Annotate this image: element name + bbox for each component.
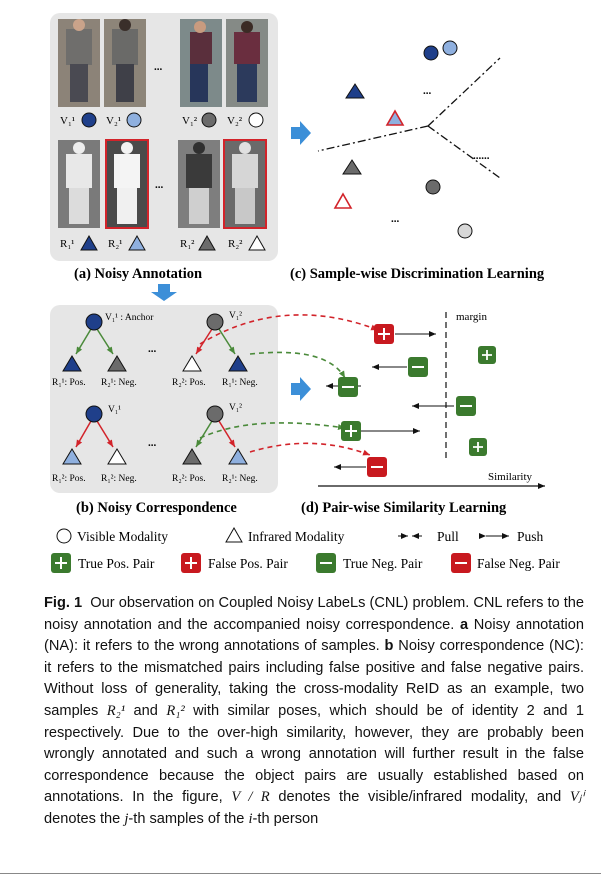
legend-infrared: Infrared Modality <box>248 529 345 544</box>
infrared-id1-icon <box>80 234 98 251</box>
b-v12-label: V₁² <box>229 311 242 321</box>
b-anchor-label: V₁¹ : Anchor <box>105 313 154 323</box>
caption-vji: Vⱼⁱ <box>569 789 584 806</box>
caption-j: j <box>124 810 129 827</box>
caption-i: i <box>248 810 253 827</box>
caption-a: a <box>459 616 469 633</box>
b-r11-pos: R₁¹: Pos. <box>52 378 86 388</box>
label-v11: V₁¹ <box>60 115 75 127</box>
b-anchor-3 <box>85 405 103 423</box>
ellipsis-a-top: ... <box>154 61 163 73</box>
caption-r12: R₁² <box>166 702 185 719</box>
legend-visible: Visible Modality <box>77 529 168 544</box>
panel-b-bg <box>50 305 278 493</box>
margin-label: margin <box>456 311 487 323</box>
legend-false-pos: False Pos. Pair <box>208 556 288 571</box>
caption-b: b <box>384 638 394 655</box>
visible-id1-icon <box>81 112 97 128</box>
infrared-id2-icon <box>198 234 216 251</box>
panel-c: ... ...... ... <box>317 40 501 239</box>
arrow-down-icon <box>151 284 177 301</box>
legend-false-neg: False Neg. Pair <box>477 556 560 571</box>
b-anchor-4 <box>206 405 224 423</box>
label-r12: R₁² <box>180 238 195 250</box>
figure-caption: Fig. 1 Our observation on Coupled Noisy … <box>44 593 584 831</box>
caption-text-5: denotes the visible/infrared modality, a… <box>269 789 570 806</box>
visible-photos <box>58 19 268 107</box>
figure-canvas: ... V₁¹ V₂¹ V₁² V₂² ... R₁¹ R₂¹ R₁² R₂² … <box>50 13 560 573</box>
infrared-photos <box>58 139 267 229</box>
legend-true-neg: True Neg. Pair <box>343 556 423 571</box>
label-r11: R₁¹ <box>60 238 74 250</box>
legend-push: Push <box>517 529 544 544</box>
caption-text-8: -th person <box>252 810 319 827</box>
decision-boundary-2 <box>427 125 501 179</box>
similarity-label: Similarity <box>488 471 533 483</box>
c-visible-id1-light <box>442 40 458 56</box>
b-r22-pos: R₂²: Pos. <box>172 378 206 388</box>
infrared-id2-white-icon <box>248 234 266 251</box>
caption-text-6: denotes the <box>44 810 125 827</box>
legend: Visible Modality Infrared Modality Pull … <box>51 526 560 573</box>
visible-id2-icon <box>201 112 217 128</box>
panel-b-title: (b) Noisy Correspondence <box>76 500 237 516</box>
infrared-id1-light-icon <box>128 234 146 251</box>
b-ellipsis-1: ... <box>148 343 157 355</box>
c-visible-id2-light <box>457 223 473 239</box>
b-anchor-1 <box>85 313 103 331</box>
b-r21-neg-2: R₂¹: Neg. <box>222 474 258 484</box>
b-r11-neg: R₁¹: Neg. <box>222 378 258 388</box>
panel-a: ... V₁¹ V₂¹ V₁² V₂² ... R₁¹ R₂¹ R₁² R₂² <box>50 13 278 261</box>
panel-c-title: (c) Sample-wise Discrimination Learning <box>290 266 545 282</box>
c-infrared-id2 <box>342 159 362 175</box>
arrow-right-icon <box>291 121 311 145</box>
b-r22-pos-2: R₂²: Pos. <box>172 474 206 484</box>
panel-a-title: (a) Noisy Annotation <box>74 266 202 282</box>
decision-boundary-1 <box>427 57 501 127</box>
caption-r21: R₂¹ <box>106 702 126 719</box>
b-r12-neg: R₁²: Neg. <box>101 474 137 484</box>
visible-id2-white-icon <box>248 112 264 128</box>
panel-b: V₁¹ : Anchor R₁¹: Pos. R₂¹: Neg. ... V₁²… <box>50 305 278 493</box>
caption-text-4: with similar poses, which should be of i… <box>44 702 584 806</box>
b-anchor-2 <box>206 313 224 331</box>
page-bottom-rule <box>0 873 601 874</box>
ellipsis-a-bottom: ... <box>155 179 164 191</box>
visible-id1-light-icon <box>126 112 142 128</box>
caption-text-7: -th samples of the <box>128 810 249 827</box>
legend-visible-icon <box>56 528 72 544</box>
label-r22: R₂² <box>228 238 243 250</box>
c-infrared-noisy-1 <box>385 109 405 126</box>
caption-and: and <box>125 702 167 719</box>
arrow-right-icon-2 <box>291 377 311 401</box>
c-visible-id2 <box>425 179 441 195</box>
c-visible-id1 <box>423 45 439 61</box>
b-r21-neg: R₂¹: Neg. <box>101 378 137 388</box>
legend-pull: Pull <box>437 529 459 544</box>
panel-d: margin Similarity <box>318 311 545 489</box>
c-ellipsis-2: ...... <box>473 150 490 162</box>
legend-infrared-icon <box>225 526 243 543</box>
label-v22: V₂² <box>227 115 243 127</box>
c-ellipsis-3: ... <box>391 213 400 225</box>
decision-boundary-3 <box>317 125 429 152</box>
legend-true-pos: True Pos. Pair <box>78 556 155 571</box>
caption-text-1: Our observation on Coupled Noisy LabeLs … <box>44 595 585 633</box>
caption-text-2: Noisy annotation (NA): it refers to the … <box>44 616 584 655</box>
panel-d-title: (d) Pair-wise Similarity Learning <box>301 500 507 516</box>
caption-fig-label: Fig. 1 <box>44 595 83 611</box>
label-v21: V₂¹ <box>106 115 121 127</box>
caption-vr: V / R <box>231 789 270 806</box>
b-v12-label-2: V₁² <box>229 403 242 413</box>
label-v12: V₁² <box>182 115 198 127</box>
c-infrared-noisy-2 <box>333 192 353 209</box>
label-r21: R₂¹ <box>108 238 122 250</box>
caption-text-3: Noisy correspondence (NC): it refers to … <box>44 638 584 719</box>
b-ellipsis-2: ... <box>148 437 157 449</box>
b-v11-label: V₁¹ <box>108 405 121 415</box>
b-r12-pos: R₁²: Pos. <box>52 474 86 484</box>
c-infrared-id1 <box>345 83 365 99</box>
c-ellipsis-1: ... <box>423 85 432 97</box>
